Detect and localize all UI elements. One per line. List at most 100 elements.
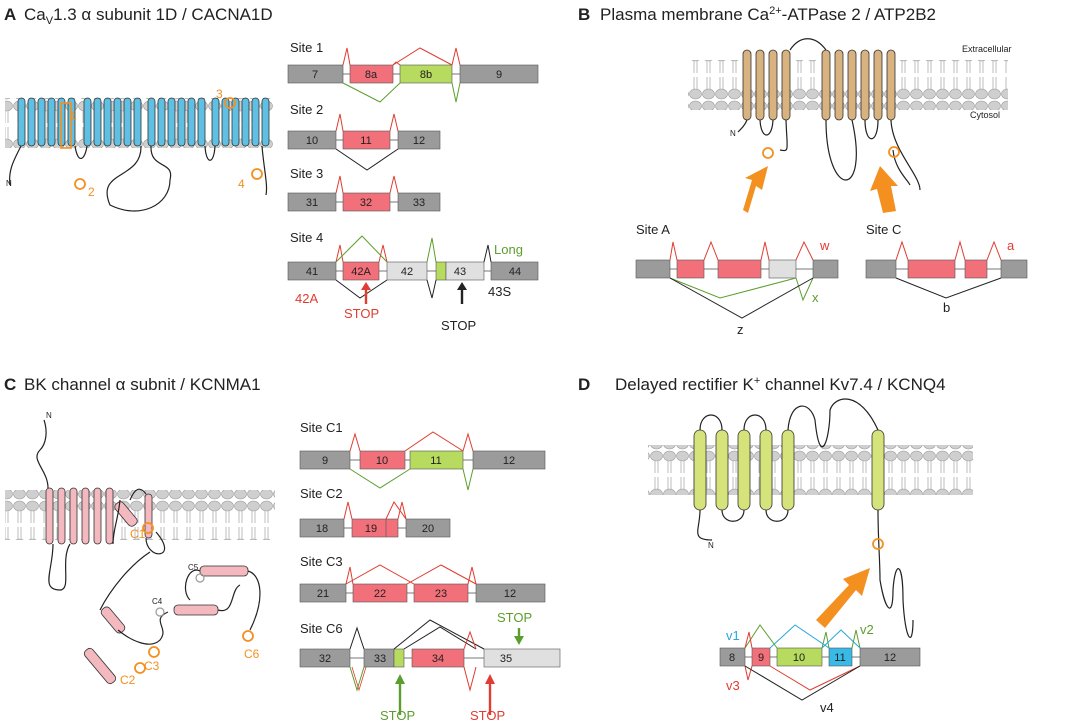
panel-d: D Delayed rectifier K+ channel Kv7.4 / K… — [578, 375, 973, 715]
cytosol-label: Cytosol — [970, 110, 1000, 120]
panel-b-title: Plasma membrane Ca2+-ATPase 2 / ATP2B2 — [600, 5, 936, 24]
marker-c4-label: C4 — [152, 597, 163, 606]
site-c1-exon-2: 10 — [376, 455, 388, 467]
marker-1-label: 1 — [70, 109, 77, 123]
site-a-z-label: z — [737, 322, 744, 337]
site-c1-label: Site C1 — [300, 420, 343, 435]
panel-d-letter: D — [578, 375, 590, 394]
marker-c5-circle — [195, 573, 205, 583]
site-c6-exon-2: 33 — [374, 653, 386, 665]
cav-helices — [17, 97, 270, 147]
kv74-exon-5: 12 — [884, 652, 896, 664]
panel-c-title: BK channel α subnit / KCNMA1 — [24, 375, 261, 394]
stop-42a-label: STOP — [344, 306, 379, 321]
arrow-site-a — [743, 166, 768, 213]
site-c3-exon-3: 23 — [435, 588, 447, 600]
isoform-long-label: Long — [494, 242, 523, 257]
stop-43s-label: STOP — [441, 318, 476, 333]
site-c6-exon-1: 32 — [319, 653, 331, 665]
site-c6-exon-4: 35 — [500, 653, 512, 665]
panel-b-letter: B — [578, 5, 590, 24]
site-2-exon-2: 11 — [360, 135, 371, 147]
panel-d-title: Delayed rectifier K+ channel Kv7.4 / KCN… — [615, 375, 946, 394]
site-4-exon-4: 43 — [454, 266, 466, 278]
site-2-exon-3: 12 — [413, 135, 425, 147]
site-1-exon-2: 8a — [365, 69, 378, 81]
site-1-exon-3: 8b — [420, 69, 432, 81]
site-3-exon-1: 31 — [306, 197, 318, 209]
site-c2-label: Site C2 — [300, 486, 343, 501]
site-a-w-label: w — [819, 238, 830, 253]
panel-a-letter: A — [4, 5, 16, 24]
site-4-exon-5: 44 — [509, 266, 521, 278]
marker-c1-label: C1 — [130, 527, 146, 541]
marker-c4-circle — [155, 607, 165, 617]
site-c3-exon-4: 12 — [504, 588, 516, 600]
marker-c5-label: C5 — [188, 563, 199, 572]
bk-helices — [45, 487, 249, 685]
variant-v3-label: v3 — [726, 678, 740, 693]
site-c3-exon-2: 22 — [374, 588, 386, 600]
site-3-exon-2: 32 — [360, 197, 372, 209]
isoform-42a-label: 42A — [295, 291, 318, 306]
site-c-marker — [888, 146, 900, 158]
kv74-site-marker — [872, 538, 884, 550]
arrow-kv74 — [816, 568, 870, 628]
n-terminus-d: N — [708, 541, 714, 550]
site-c-b-label: b — [943, 300, 950, 315]
site-a-label: Site A — [636, 222, 670, 237]
marker-3-label: 3 — [216, 87, 223, 101]
marker-4-label: 4 — [238, 177, 245, 191]
site-c1-exon-1: 9 — [322, 455, 328, 467]
panel-a: A CaV1.3 α subunit 1D / CACNA1D N 1 2 3 — [4, 5, 539, 333]
stop-c6-green-label: STOP — [380, 708, 415, 722]
site-c6-exon-3: 34 — [432, 653, 444, 665]
marker-4-circle — [251, 168, 263, 180]
site-c-a-label: a — [1007, 238, 1015, 253]
site-3-exon-3: 33 — [413, 197, 425, 209]
marker-c6-circle — [242, 630, 254, 642]
variant-v2-label: v2 — [860, 622, 874, 637]
site-c2-exon-2: 19 — [365, 523, 377, 535]
panel-c: C BK channel α subnit / KCNMA1 N C1 C2 C… — [4, 375, 561, 722]
kv74-exon-3: 10 — [793, 652, 805, 664]
marker-c3-label: C3 — [144, 659, 160, 673]
site-4-exon-1: 41 — [306, 266, 318, 278]
variant-v4-label: v4 — [820, 700, 834, 715]
kv74-exon-1: 8 — [729, 652, 735, 664]
site-a-marker — [762, 147, 774, 159]
marker-c3-circle — [148, 646, 160, 658]
site-4-exon-2: 42A — [351, 266, 371, 278]
stop-c6-top-label: STOP — [497, 610, 532, 625]
n-terminus-b: N — [730, 129, 736, 138]
panel-b: B Plasma membrane Ca2+-ATPase 2 / ATP2B2… — [578, 5, 1028, 337]
site-c3-exon-1: 21 — [317, 588, 329, 600]
site-1-label: Site 1 — [290, 40, 323, 55]
site-c3-label: Site C3 — [300, 554, 343, 569]
panel-a-title: CaV1.3 α subunit 1D / CACNA1D — [24, 5, 273, 27]
panel-c-letter: C — [4, 375, 16, 394]
site-2-label: Site 2 — [290, 102, 323, 117]
site-4-label: Site 4 — [290, 230, 323, 245]
isoform-43s-label: 43S — [488, 284, 511, 299]
arrow-site-c — [870, 166, 898, 213]
kv74-helices — [693, 429, 885, 511]
site-c1-exon-4: 12 — [503, 455, 515, 467]
site-c6-label: Site C6 — [300, 621, 343, 636]
variant-v1-label: v1 — [726, 628, 740, 643]
kv74-exon-4: 11 — [834, 652, 845, 664]
marker-c2-label: C2 — [120, 673, 136, 687]
kv74-exon-2: 9 — [758, 652, 764, 664]
site-c1-exon-3: 11 — [430, 455, 441, 467]
site-a-x-label: x — [812, 290, 819, 305]
stop-c6-red-label: STOP — [470, 708, 505, 722]
n-terminus-c: N — [46, 411, 52, 420]
site-4-exon-3: 42 — [401, 266, 413, 278]
site-3-label: Site 3 — [290, 166, 323, 181]
marker-c2-circle — [134, 662, 146, 674]
marker-box-1 — [60, 102, 72, 149]
site-2-exon-1: 10 — [306, 135, 318, 147]
marker-c1-circle — [142, 522, 154, 534]
n-terminus-a: N — [6, 179, 12, 188]
